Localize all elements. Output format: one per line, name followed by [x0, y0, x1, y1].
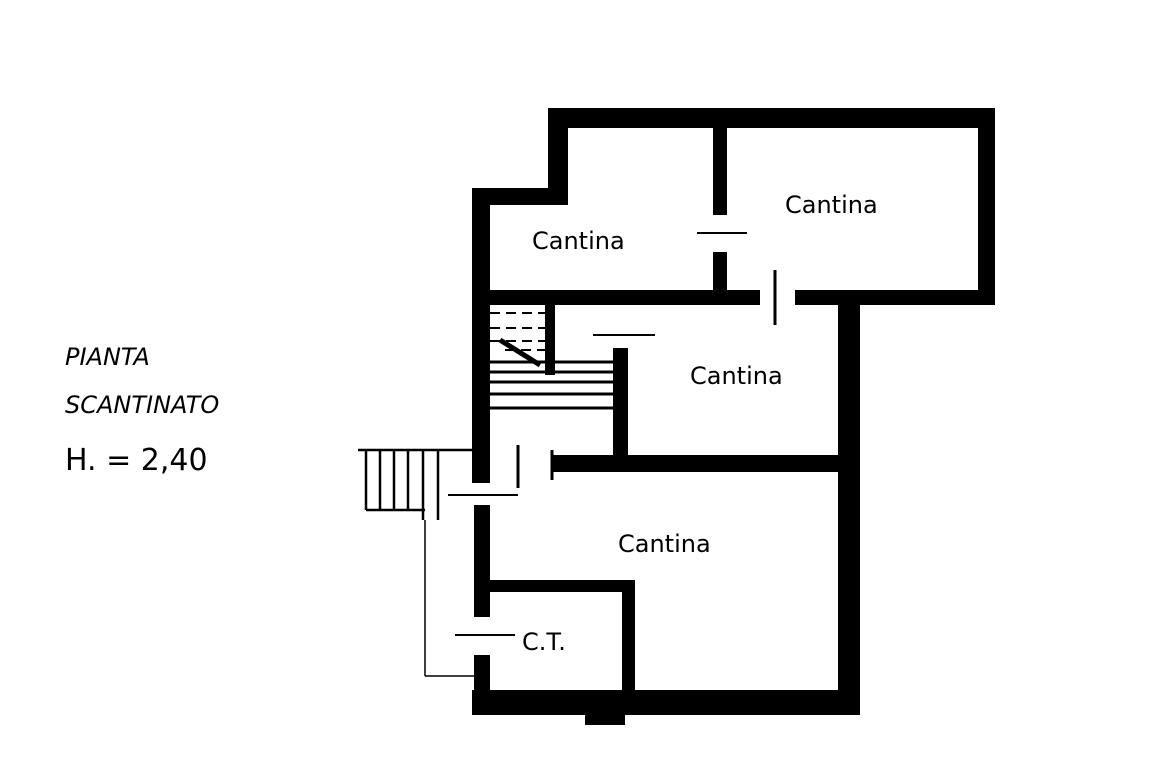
wall-left-outer-mid — [474, 505, 490, 617]
title-height: H. = 2,40 — [65, 443, 208, 478]
wall-top — [548, 108, 995, 128]
wall-inner-horizontal — [553, 455, 860, 472]
wall-bottom-notch — [585, 710, 625, 725]
wall-left-outer-upper — [472, 188, 490, 483]
wall-right-upper — [978, 108, 995, 305]
room-label-cantina-middle: Cantina — [690, 362, 783, 390]
wall-mid-horizontal-left — [472, 290, 760, 305]
wall-cantina-divider-lower — [713, 252, 727, 292]
wall-ct-top — [474, 580, 635, 592]
room-label-cantina-upper-right: Cantina — [785, 191, 878, 219]
wall-mid-horizontal-right — [795, 290, 995, 305]
title-pianta: PIANTA — [65, 343, 150, 371]
wall-ct-right — [622, 580, 635, 715]
wall-right-lower — [838, 305, 860, 715]
room-label-cantina-upper-left: Cantina — [532, 227, 625, 255]
wall-cantina-divider-upper — [713, 128, 727, 215]
wall-stair — [545, 305, 555, 375]
wall-step — [548, 108, 568, 205]
stairs — [490, 312, 613, 410]
room-label-ct: C.T. — [522, 628, 566, 656]
room-label-cantina-lower: Cantina — [618, 530, 711, 558]
title-scantinato: SCANTINATO — [65, 391, 219, 419]
wall-bottom — [472, 690, 860, 715]
wall-top-left — [472, 188, 562, 205]
external-stairs — [358, 448, 474, 677]
walls — [472, 108, 995, 725]
doors — [448, 232, 777, 636]
wall-inner-vertical — [613, 348, 628, 460]
